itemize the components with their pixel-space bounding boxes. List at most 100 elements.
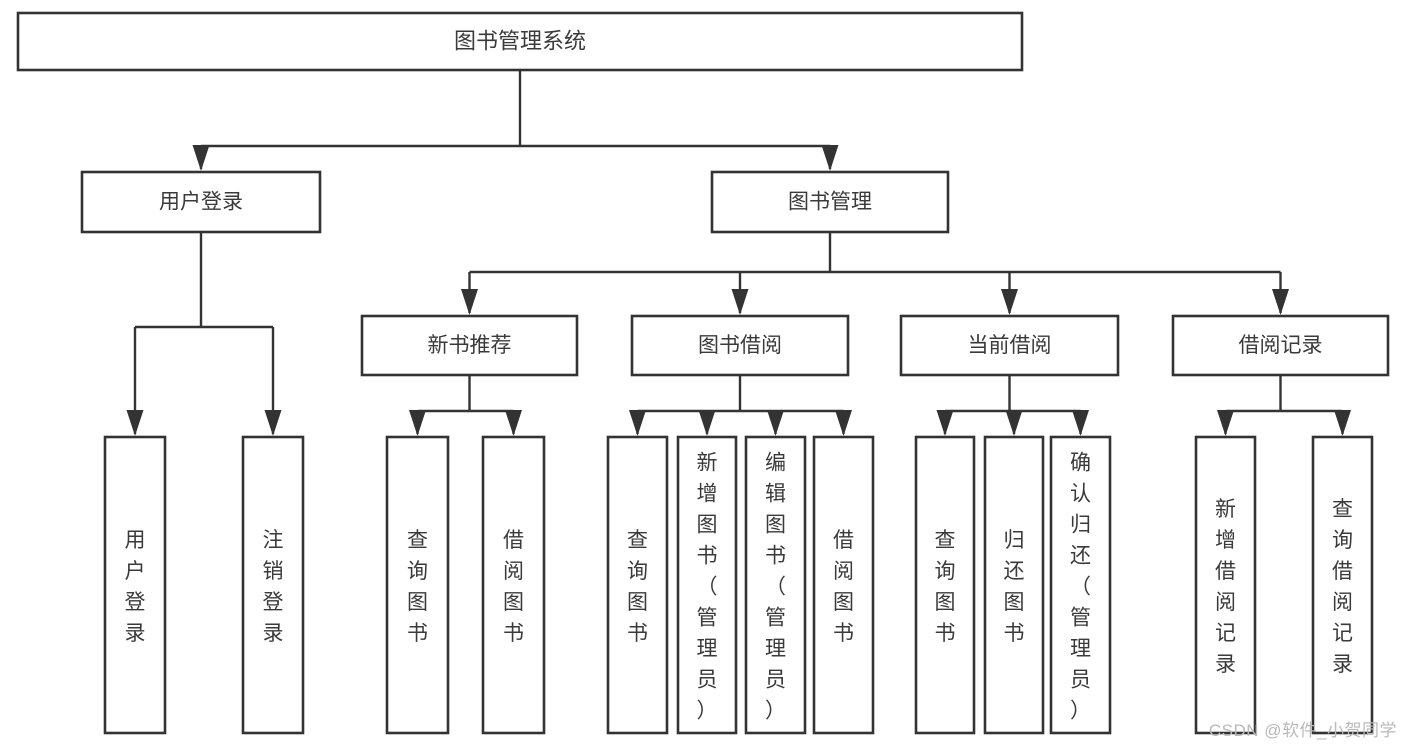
- svg-text:书: 书: [765, 545, 786, 568]
- arrow-head-icon: [192, 145, 210, 171]
- node-current-borrow[interactable]: 当前借阅: [899, 314, 1120, 377]
- svg-text:书: 书: [935, 622, 956, 645]
- svg-text:管: 管: [765, 607, 786, 630]
- svg-text:书: 书: [1004, 622, 1025, 645]
- svg-text:查: 查: [1332, 498, 1353, 521]
- svg-text:图: 图: [503, 591, 524, 614]
- leaf-leaf-user-login[interactable]: 用户登录: [103, 435, 167, 735]
- svg-text:图: 图: [627, 591, 648, 614]
- node-label: 图书管理系统: [454, 28, 586, 53]
- svg-text:书: 书: [503, 622, 524, 645]
- svg-text:图: 图: [697, 514, 718, 537]
- svg-text:借: 借: [1215, 560, 1236, 583]
- svg-text:查: 查: [935, 529, 956, 552]
- svg-text:登: 登: [263, 591, 284, 614]
- svg-text:询: 询: [935, 560, 956, 583]
- svg-text:销: 销: [263, 560, 284, 583]
- node-label: 用户登录: [159, 191, 243, 214]
- svg-text:登: 登: [125, 591, 146, 614]
- svg-text:新: 新: [697, 452, 718, 475]
- arrow-head-icon: [767, 410, 784, 436]
- svg-text:（: （: [1070, 576, 1091, 599]
- arrow-head-icon: [629, 410, 646, 436]
- node-label: 用户登录: [125, 529, 146, 645]
- svg-text:辑: 辑: [765, 483, 786, 506]
- svg-text:询: 询: [407, 560, 428, 583]
- svg-text:用: 用: [125, 529, 146, 552]
- node-book-manage[interactable]: 图书管理: [710, 170, 950, 234]
- arrow-head-icon: [731, 289, 749, 315]
- svg-text:管: 管: [697, 607, 718, 630]
- arrow-head-icon: [698, 410, 716, 436]
- svg-text:阅: 阅: [1332, 591, 1353, 614]
- svg-text:（: （: [697, 576, 718, 599]
- svg-text:图: 图: [765, 514, 786, 537]
- svg-text:询: 询: [627, 560, 648, 583]
- arrow-head-icon: [461, 289, 478, 315]
- node-label: 当前借阅: [968, 334, 1052, 357]
- arrow-head-icon: [936, 410, 954, 436]
- svg-text:增: 增: [1215, 529, 1236, 552]
- svg-text:认: 认: [1070, 483, 1091, 506]
- connector-lines-layer: [126, 70, 1351, 436]
- svg-text:借: 借: [1332, 560, 1353, 583]
- arrow-head-icon: [1001, 289, 1018, 315]
- node-user-login[interactable]: 用户登录: [80, 170, 322, 234]
- svg-text:管: 管: [1070, 607, 1091, 630]
- svg-text:编: 编: [765, 452, 786, 475]
- svg-text:查: 查: [407, 529, 428, 552]
- svg-text:）: ）: [1070, 700, 1091, 723]
- arrow-head-icon: [835, 410, 852, 436]
- svg-text:归: 归: [1070, 514, 1091, 537]
- svg-text:）: ）: [697, 700, 718, 723]
- svg-text:图: 图: [1004, 591, 1025, 614]
- node-label: 图书管理: [788, 191, 872, 214]
- node-new-book-recommend[interactable]: 新书推荐: [360, 314, 579, 377]
- node-borrow-record[interactable]: 借阅记录: [1171, 314, 1390, 377]
- svg-text:员: 员: [697, 669, 718, 692]
- svg-text:录: 录: [1215, 653, 1236, 676]
- svg-text:理: 理: [697, 638, 718, 661]
- node-book-borrow[interactable]: 图书借阅: [630, 314, 850, 377]
- svg-text:确: 确: [1070, 452, 1091, 475]
- node-boxes-layer: 图书管理系统用户登录图书管理新书推荐图书借阅当前借阅借阅记录用户登录注销登录查询…: [16, 11, 1390, 735]
- arrow-head-icon: [126, 410, 144, 436]
- svg-text:书: 书: [833, 622, 854, 645]
- node-label: 新书推荐: [428, 334, 512, 357]
- node-root[interactable]: 图书管理系统: [16, 11, 1024, 72]
- arrow-head-icon: [409, 410, 426, 436]
- arrow-head-icon: [821, 145, 839, 171]
- svg-text:录: 录: [125, 622, 146, 645]
- svg-text:图: 图: [935, 591, 956, 614]
- svg-text:记: 记: [1215, 622, 1236, 645]
- arrow-head-icon: [1072, 410, 1089, 436]
- node-label: 图书借阅: [698, 334, 782, 357]
- svg-text:图: 图: [407, 591, 428, 614]
- node-label: 借阅记录: [1239, 334, 1323, 357]
- svg-text:还: 还: [1004, 560, 1025, 583]
- svg-text:员: 员: [1070, 669, 1091, 692]
- svg-text:阅: 阅: [503, 560, 524, 583]
- arrow-head-icon: [1217, 410, 1234, 436]
